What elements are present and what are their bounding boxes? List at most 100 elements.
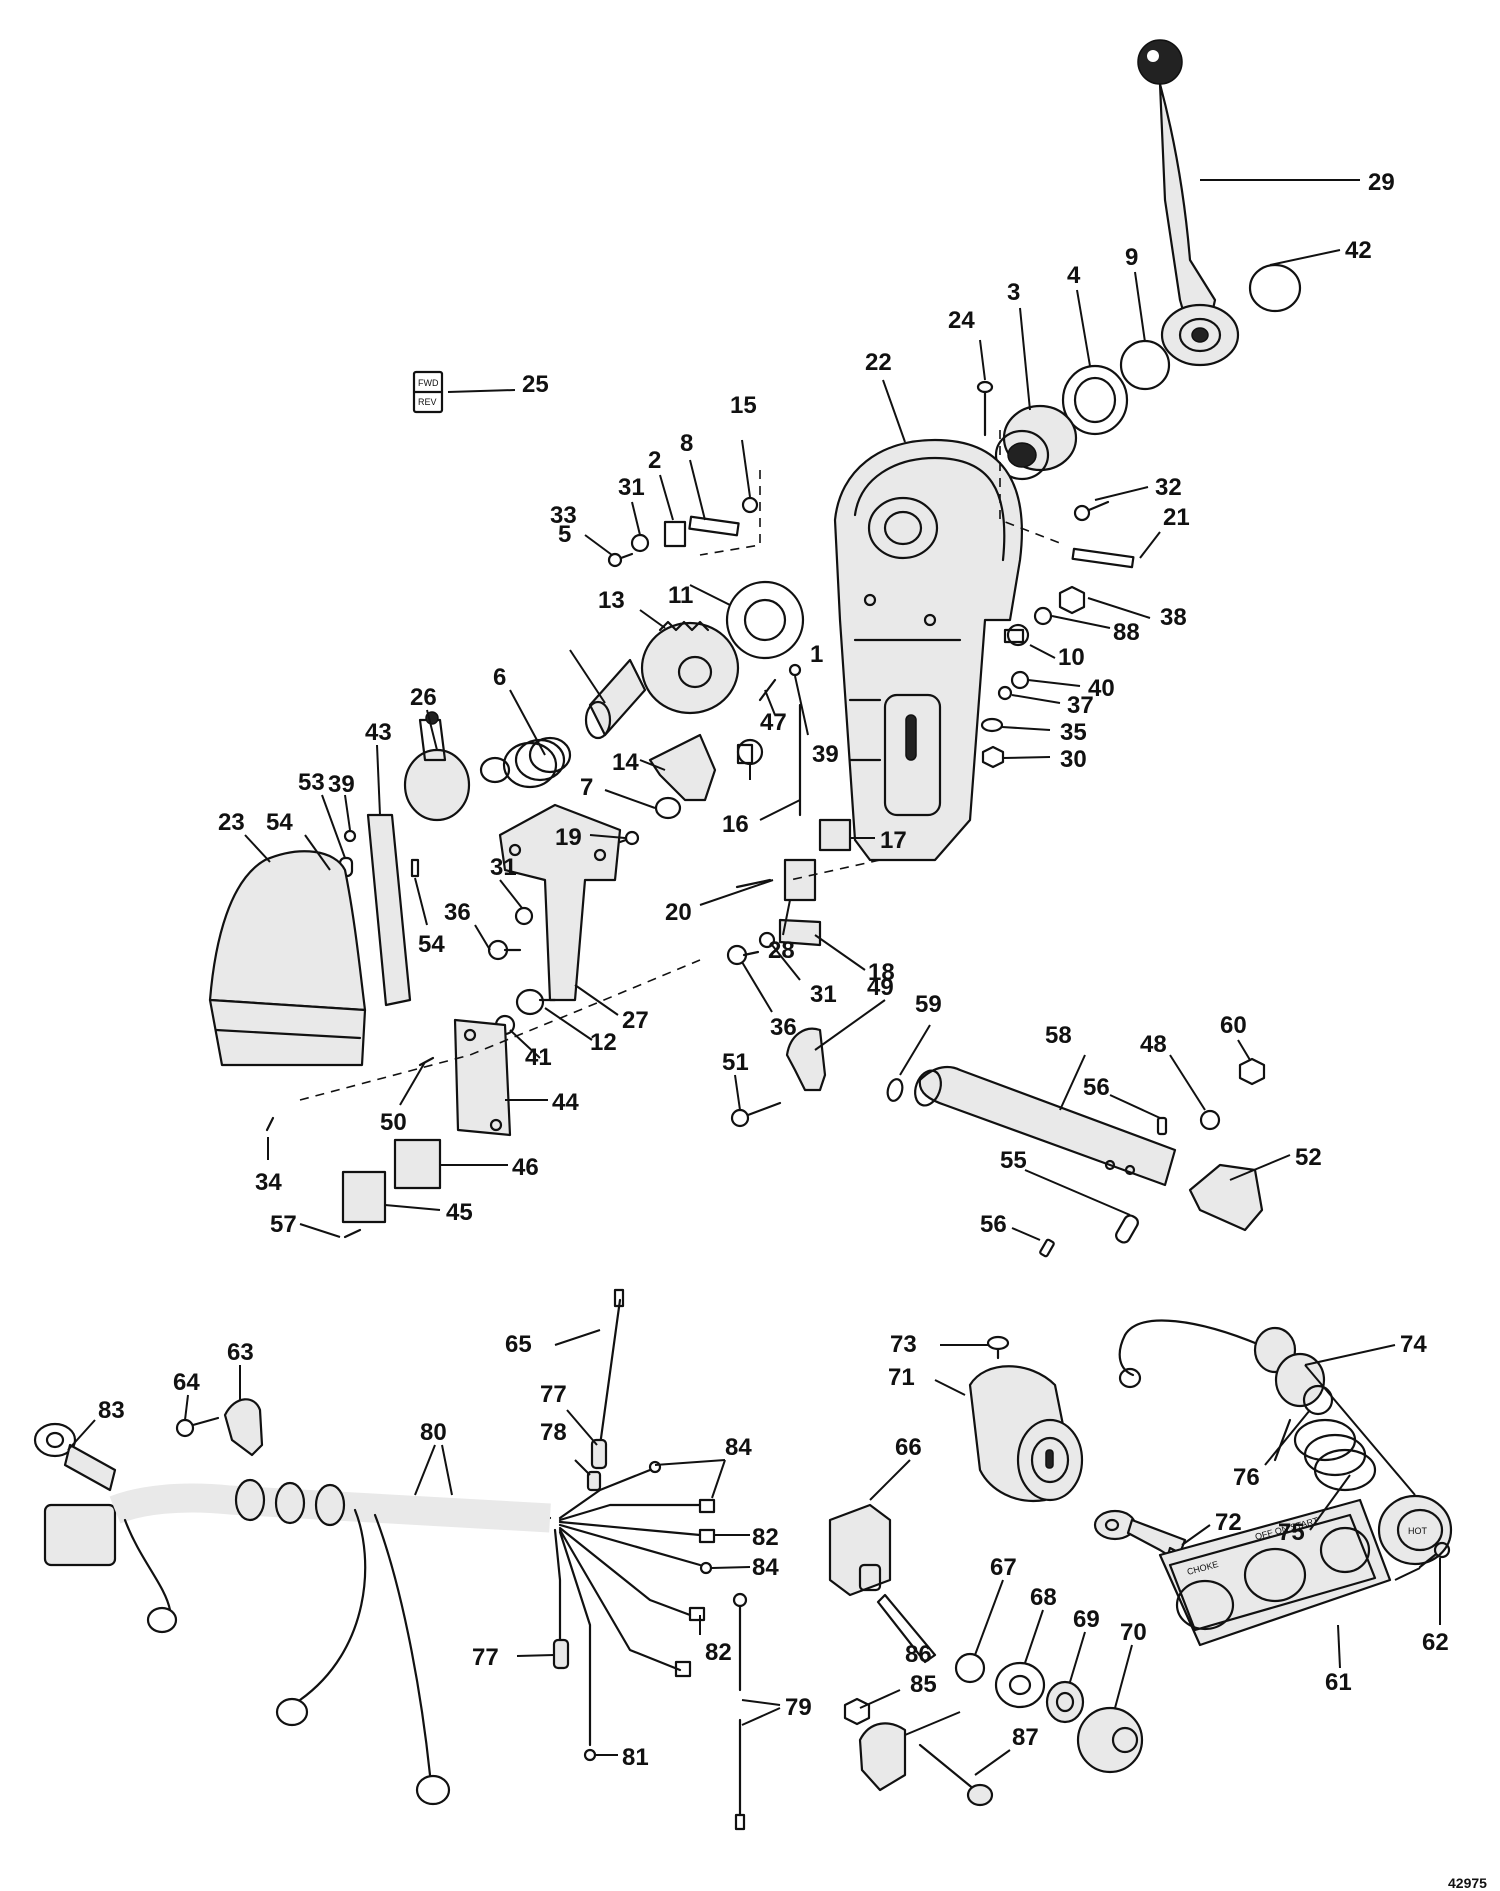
clamp-63	[223, 1398, 264, 1457]
alignment-line-a	[699, 470, 761, 556]
callout-36-lower: 36	[770, 1014, 797, 1041]
screw-57	[343, 1228, 362, 1239]
callout-44: 44	[552, 1089, 579, 1116]
cap-42	[1248, 263, 1302, 313]
callout-80: 80	[420, 1419, 447, 1446]
pin-54-lower	[410, 858, 420, 878]
callout-88: 88	[1113, 619, 1140, 646]
callout-54-lower: 54	[418, 931, 445, 958]
direction-decal-25: FWD REV	[412, 370, 444, 414]
callout-75: 75	[1278, 1519, 1305, 1546]
washer-40	[1010, 670, 1030, 690]
callout-31-middle: 31	[490, 854, 517, 881]
stud-10	[1003, 623, 1030, 647]
pin-21	[1071, 547, 1135, 569]
callout-8: 8	[680, 430, 693, 457]
callout-40: 40	[1088, 675, 1115, 702]
callout-69: 69	[1073, 1606, 1100, 1633]
callout-86: 86	[905, 1641, 932, 1668]
callout-12: 12	[590, 1029, 617, 1056]
callout-66: 66	[895, 1434, 922, 1461]
callout-67: 67	[990, 1554, 1017, 1581]
callout-31-upper: 31	[618, 474, 645, 501]
callout-labels: 1 2 3 4 5 6 7 8 9 10 11 12 13 14 15 16 1…	[98, 169, 1449, 1771]
callout-38: 38	[1160, 604, 1187, 631]
washer-31-upper	[630, 533, 650, 553]
callout-43: 43	[365, 719, 392, 746]
callout-24: 24	[948, 307, 975, 334]
wire-harness-80	[109, 1478, 552, 1806]
callout-73: 73	[890, 1331, 917, 1358]
washer-48	[1199, 1109, 1221, 1131]
screw-24	[976, 380, 994, 437]
screw-62	[1418, 1541, 1451, 1569]
callout-22: 22	[865, 349, 892, 376]
callout-30: 30	[1060, 746, 1087, 773]
callout-35: 35	[1060, 719, 1087, 746]
callout-32: 32	[1155, 474, 1182, 501]
plate-45	[341, 1170, 387, 1224]
callout-4: 4	[1067, 262, 1081, 289]
callout-68: 68	[1030, 1584, 1057, 1611]
callout-50: 50	[380, 1109, 407, 1136]
tube-58	[914, 1065, 1177, 1187]
callout-58: 58	[1045, 1022, 1072, 1049]
screw-36-lower	[726, 944, 760, 966]
washer-68	[994, 1661, 1046, 1709]
pin-56-upper	[1156, 1116, 1168, 1136]
callout-70: 70	[1120, 1619, 1147, 1646]
screw-33	[607, 552, 634, 568]
callout-77-lower: 77	[472, 1644, 499, 1671]
callout-46: 46	[512, 1154, 539, 1181]
leader-lines	[67, 179, 1441, 1776]
callout-41: 41	[525, 1044, 552, 1071]
screw-73	[986, 1335, 1010, 1360]
callout-84-lower: 84	[752, 1554, 779, 1581]
callout-31-lower: 31	[810, 981, 837, 1008]
spring-75	[1293, 1418, 1377, 1492]
callout-39-upper: 39	[812, 741, 839, 768]
callout-51: 51	[722, 1049, 749, 1076]
callout-18: 18	[868, 959, 895, 986]
wire-79	[732, 1592, 748, 1831]
nut-69	[1045, 1680, 1085, 1724]
alignment-line-b	[999, 430, 1066, 546]
callout-53: 53	[298, 769, 325, 796]
callout-34: 34	[255, 1169, 282, 1196]
bracket-plate-27	[498, 803, 622, 1002]
key-8	[688, 515, 740, 537]
ring-67	[954, 1652, 986, 1684]
callout-3: 3	[1007, 279, 1020, 306]
retaining-ring-9	[1119, 339, 1171, 391]
callout-17: 17	[880, 827, 907, 854]
callout-2: 2	[648, 447, 661, 474]
clip-35	[980, 717, 1004, 733]
bushing-1	[736, 738, 764, 766]
decal-fwd-text: FWD	[418, 378, 439, 388]
callout-47: 47	[760, 709, 787, 736]
callout-20: 20	[665, 899, 692, 926]
callout-14: 14	[612, 749, 639, 776]
callout-39-lower: 39	[328, 771, 355, 798]
callout-19: 19	[555, 824, 582, 851]
callout-10: 10	[1058, 644, 1085, 671]
callout-82-lower: 82	[705, 1639, 732, 1666]
callout-45: 45	[446, 1199, 473, 1226]
screw-64	[175, 1416, 220, 1438]
callout-57: 57	[270, 1211, 297, 1238]
spring-6	[502, 736, 572, 789]
bracket-28	[783, 858, 817, 902]
callout-78: 78	[540, 1419, 567, 1446]
callout-26: 26	[410, 684, 437, 711]
callout-15: 15	[730, 392, 757, 419]
callout-37: 37	[1067, 692, 1094, 719]
callout-76: 76	[1233, 1464, 1260, 1491]
nut-86	[843, 1697, 871, 1726]
lever-14	[648, 733, 717, 802]
screw-20	[735, 878, 772, 889]
link-43	[366, 813, 412, 1007]
callout-87: 87	[1012, 1724, 1039, 1751]
terminal-77-lower	[552, 1638, 570, 1670]
screw-47	[758, 678, 777, 702]
